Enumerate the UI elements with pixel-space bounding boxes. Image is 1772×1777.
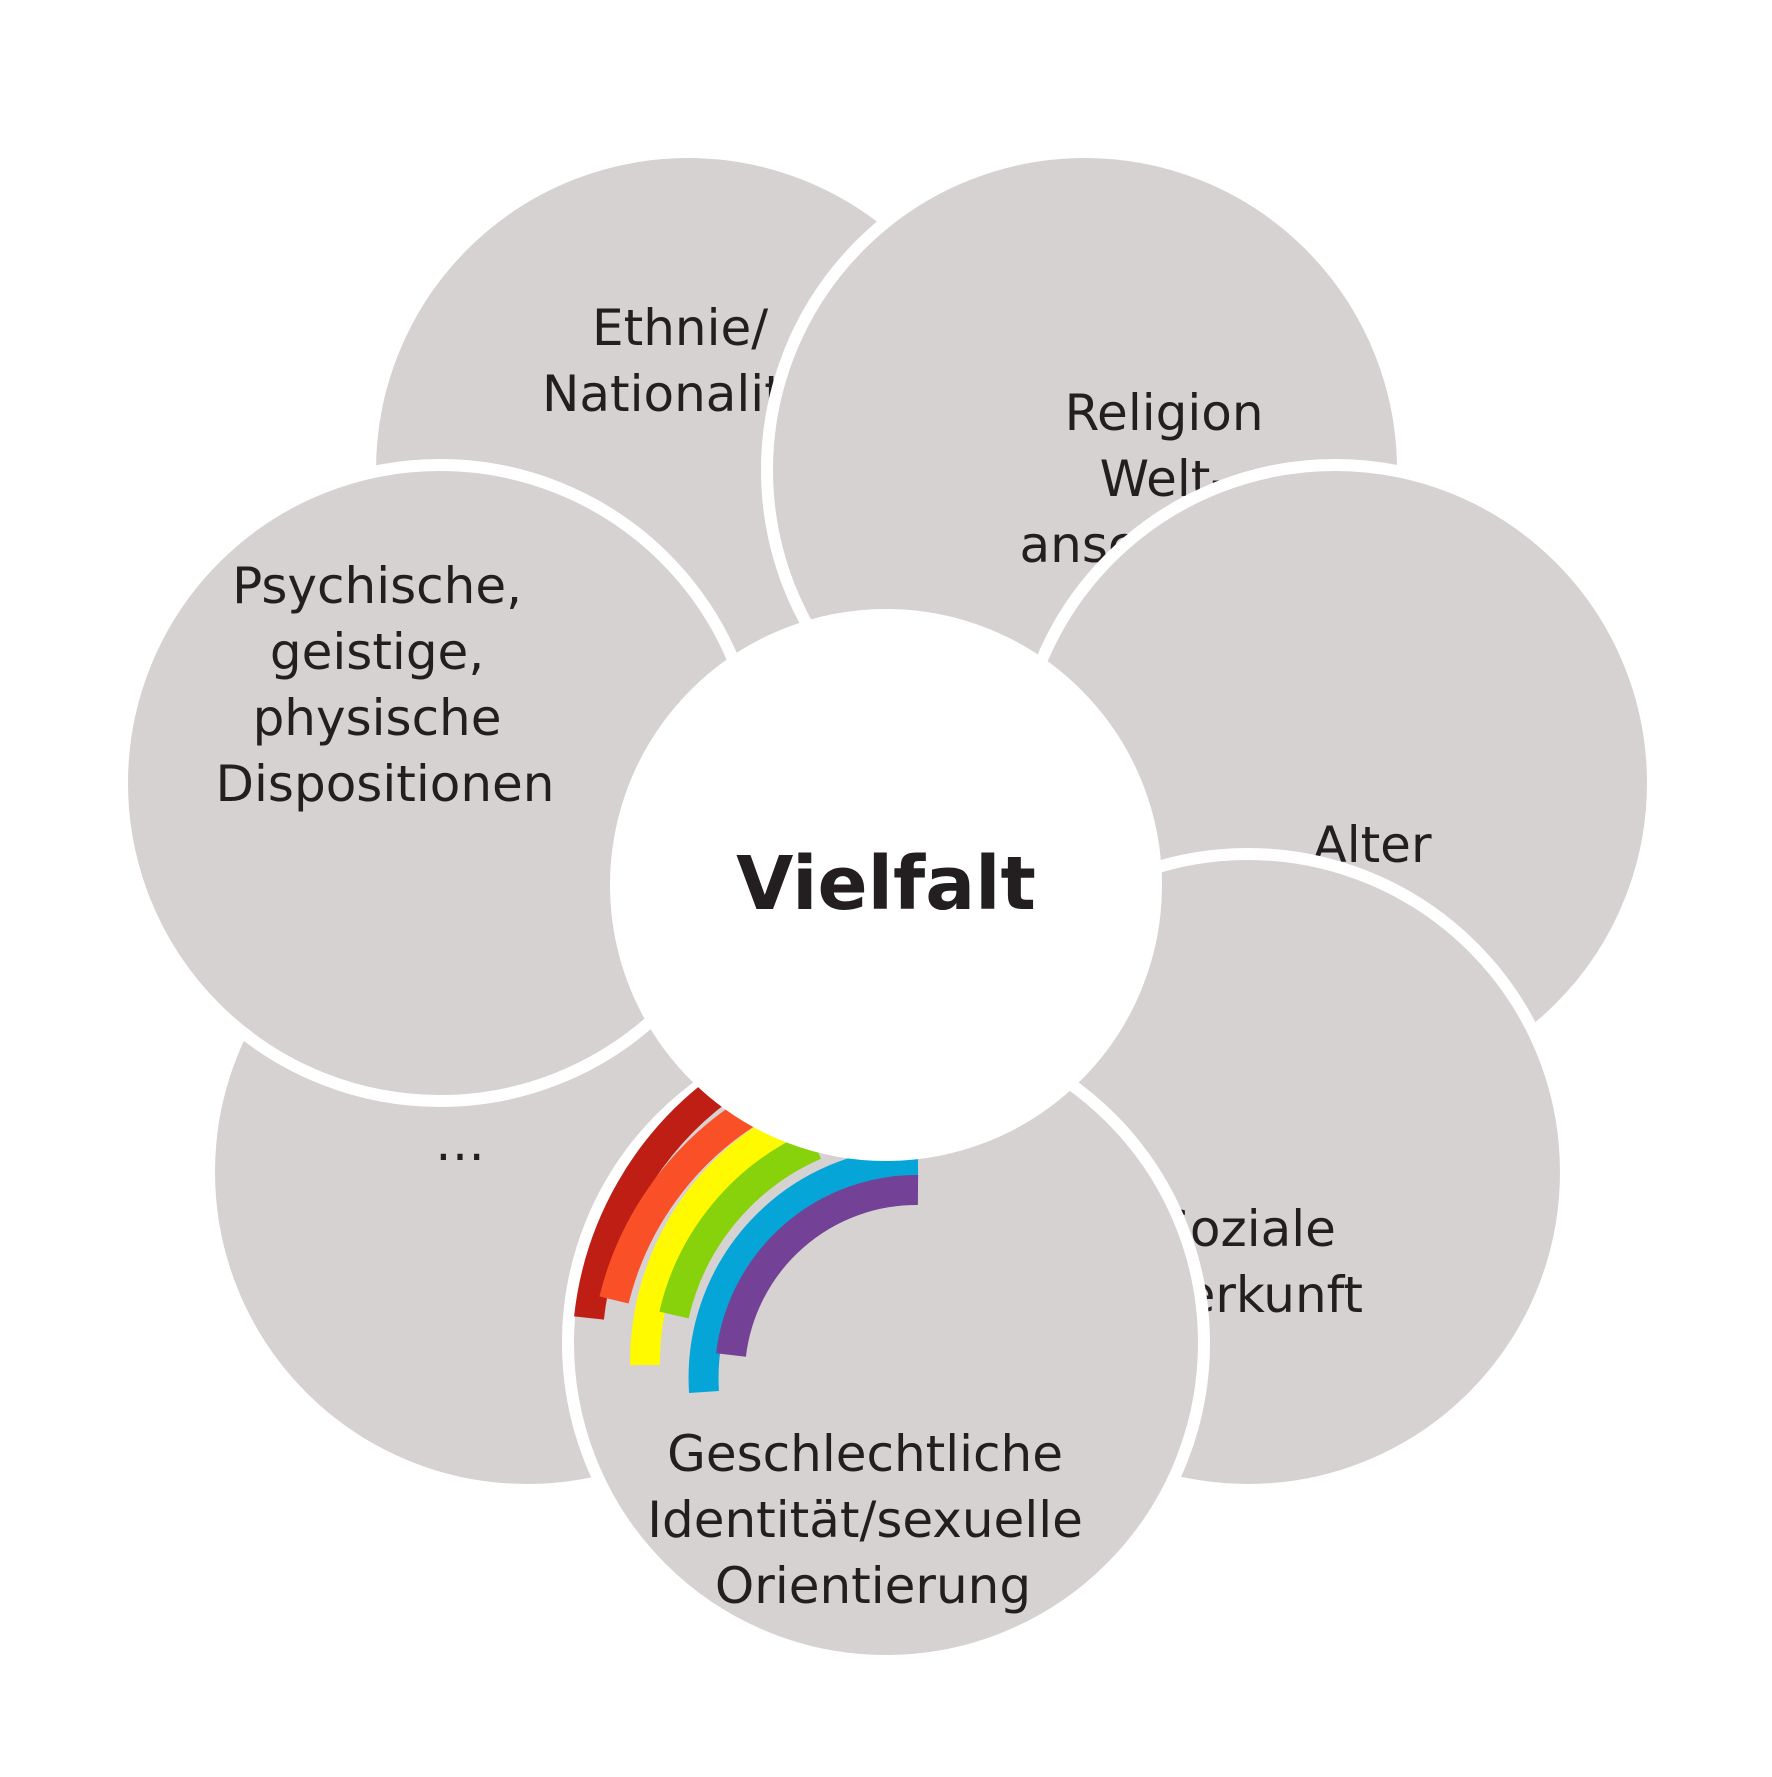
center-label: Vielfalt: [736, 841, 1036, 927]
petal-more-label: …: [435, 1114, 485, 1172]
rainbow-arc-green: [659, 1131, 822, 1319]
center-node: Vielfalt: [610, 609, 1162, 1161]
rainbow-arc-blue: [688, 1147, 919, 1393]
rainbow-arc-yellow: [629, 1114, 789, 1366]
rainbow-arc-red: [574, 1076, 730, 1320]
petal-geschlecht-label: Geschlechtliche Identität/sexuelle Orien…: [647, 1425, 1099, 1615]
rainbow-arc-orange: [599, 1097, 760, 1304]
rainbow-arc-purple: [716, 1174, 919, 1357]
rainbow-icon: [574, 1076, 919, 1393]
petal-dispositionen-label: Psychische, geistige, physische Disposit…: [216, 557, 555, 813]
center-circle: [610, 609, 1162, 1161]
